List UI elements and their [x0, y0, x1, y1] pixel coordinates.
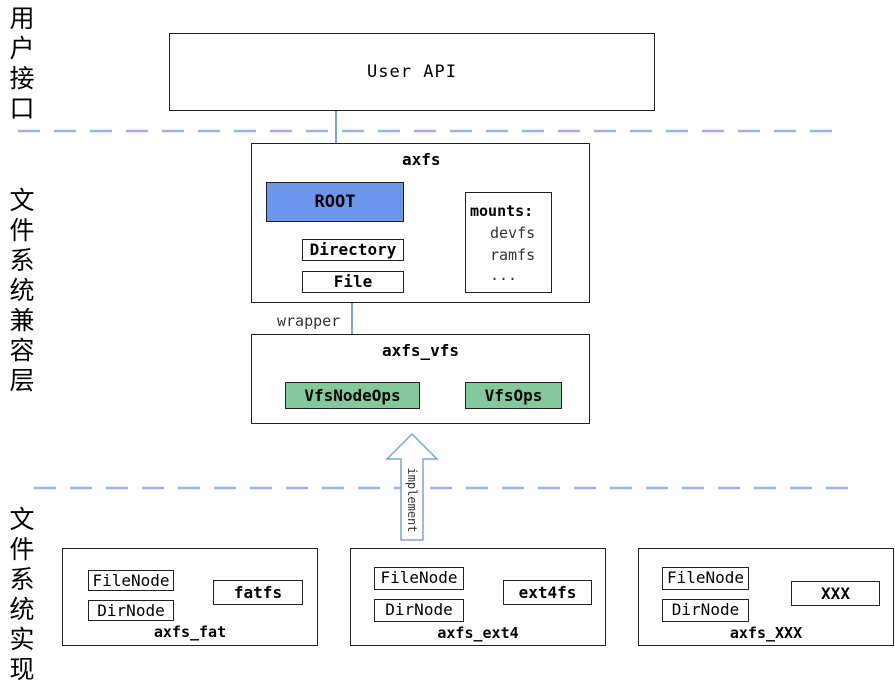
implement-label: implement: [405, 467, 419, 533]
layer-label-char: 用: [9, 4, 35, 33]
layer-label-char: 实: [9, 625, 35, 654]
xxx-filenode: FileNode: [662, 567, 749, 590]
ext4-name: axfs_ext4: [437, 624, 519, 642]
mount-ellipsis: ...: [490, 266, 518, 284]
vfsops-box: VfsOps: [465, 382, 562, 409]
layer-label-char: 现: [9, 655, 35, 684]
layer-label-impl: 文件系统实现: [6, 505, 38, 685]
ext4-dirnode: DirNode: [374, 599, 464, 622]
root-label: ROOT: [314, 192, 356, 212]
layer-label-char: 文: [9, 186, 35, 215]
user-api-box: User API: [169, 33, 655, 111]
layer-label-char: 件: [9, 535, 35, 564]
fat-dirnode: DirNode: [88, 600, 174, 621]
layer-label-char: 系: [9, 246, 35, 275]
xxx-name: axfs_XXX: [729, 624, 803, 642]
layer-label-char: 文: [9, 505, 35, 534]
fat-filenode: FileNode: [88, 570, 174, 591]
impl-ext4-box: FileNode DirNode ext4fs axfs_ext4: [350, 548, 606, 646]
mounts-title: mounts:: [470, 202, 534, 220]
layer-label-char: 件: [9, 216, 35, 245]
layer-label-char: 系: [9, 565, 35, 594]
file-box: File: [302, 271, 404, 293]
user-api-label: User API: [367, 62, 457, 82]
ext4-filenode: FileNode: [374, 567, 464, 590]
layer-label-char: 统: [9, 595, 35, 624]
layer-label-compat: 文件系统兼容层: [6, 186, 38, 396]
mounts-box: mounts: devfs ramfs ...: [465, 192, 552, 293]
ext4-fs: ext4fs: [503, 580, 592, 605]
layer-label-text: 用户接口: [6, 4, 38, 124]
impl-xxx-box: FileNode DirNode XXX axfs_XXX: [638, 548, 894, 646]
mount-devfs: devfs: [490, 224, 536, 242]
layer-label-user-interface: 用户接口: [6, 4, 38, 124]
layer-label-char: 层: [9, 366, 35, 395]
mount-ramfs: ramfs: [490, 246, 536, 264]
layer-label-char: 容: [9, 336, 35, 365]
layer-label-char: 户: [9, 34, 35, 63]
layer-label-char: 接: [9, 64, 35, 93]
layer-label-char: 口: [9, 94, 35, 123]
directory-box: Directory: [302, 239, 404, 261]
root-box: ROOT: [266, 182, 404, 222]
axfs-vfs-box: axfs_vfs: [251, 334, 590, 424]
axfs-title: axfs: [402, 150, 441, 169]
layer-label-char: 兼: [9, 306, 35, 335]
wrapper-label: wrapper: [277, 312, 341, 330]
axfs-vfs-title: axfs_vfs: [382, 341, 460, 360]
layer-label-char: 统: [9, 276, 35, 305]
xxx-dirnode: DirNode: [662, 599, 749, 622]
layer-label-text: 文件系统兼容层: [6, 186, 38, 396]
xxx-fs: XXX: [791, 581, 880, 606]
impl-fat-box: FileNode DirNode fatfs axfs_fat: [62, 548, 318, 646]
vfsnodeops-box: VfsNodeOps: [285, 382, 420, 409]
fat-name: axfs_fat: [153, 623, 227, 641]
layer-label-text: 文件系统实现: [6, 505, 38, 685]
fat-fs: fatfs: [213, 580, 303, 605]
